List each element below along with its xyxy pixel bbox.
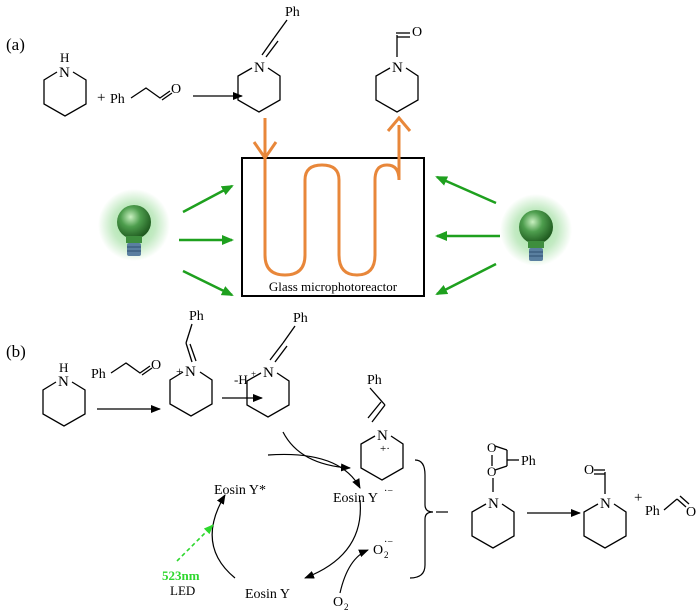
formylpiperidine-b-o: O [584, 463, 594, 478]
iminium-ph: Ph [189, 309, 204, 324]
benzaldehyde-ph: Ph [645, 504, 660, 519]
combination-brace [409, 459, 434, 579]
eosin-radical-anion-sup: ·− [384, 486, 393, 497]
eosin-ground: Eosin Y [245, 587, 290, 602]
iminium-ion: Ph + N [169, 309, 213, 417]
enamine-a-n: N [254, 60, 265, 76]
light-arrow-right-3 [435, 262, 497, 296]
piperidine-b-n: N [58, 374, 69, 390]
plus-b: + [634, 490, 642, 506]
phenylacetaldehyde-a: Ph O [110, 82, 181, 107]
formylpiperidine-a: O N [375, 25, 422, 113]
iminium-n: N [185, 364, 196, 380]
dioxetane-intermediate: O O Ph N [471, 440, 536, 549]
led-wavelength: 523nm [162, 568, 200, 583]
piperidine-a-n: N [59, 65, 70, 81]
enamine-b: Ph N [246, 311, 308, 418]
lightbulb-left-icon [98, 189, 170, 261]
panel-b-label: (b) [6, 342, 26, 361]
formylpiperidine-a-n: N [392, 60, 403, 76]
panel-a-label: (a) [6, 35, 25, 54]
arrow-oxygen-reduction [339, 549, 369, 594]
radical-cation-n: N [377, 428, 388, 444]
deprotonation-label: -H [234, 372, 248, 387]
enamine-a: Ph N [237, 5, 300, 113]
deprotonation-sup: + [251, 369, 256, 379]
oxygen: O [333, 595, 343, 610]
formylpiperidine-a-o: O [412, 25, 422, 40]
piperidine-b-h: H [59, 360, 68, 375]
enamine-b-n: N [263, 365, 274, 381]
radical-cation-ph: Ph [367, 373, 382, 388]
cycle-arc-right [304, 499, 361, 579]
radical-cation-charge: +· [380, 443, 390, 455]
phenylacetaldehyde-b-ph: Ph [91, 367, 106, 382]
photoredox-cycle: Eosin Y* Eosin Y ·− Eosin Y O 2 ·− O 2 5… [162, 453, 393, 611]
formylpiperidine-b-n: N [600, 496, 611, 512]
benzaldehyde-o: O [686, 505, 696, 520]
cycle-arc-top [267, 453, 361, 489]
oxygen-sub: 2 [344, 602, 349, 611]
tube-inlet-arrowhead [252, 141, 278, 161]
piperidine-a: N H [43, 50, 87, 117]
led-source: LED [170, 583, 195, 598]
lightbulb-right-icon [500, 194, 572, 266]
formylpiperidine-b: O N [583, 463, 627, 549]
iminium-charge: + [176, 364, 183, 378]
enamine-b-ph: Ph [293, 311, 308, 326]
phenylacetaldehyde-a-o: O [171, 82, 181, 97]
dioxetane-o2: O [487, 464, 496, 479]
enamine-a-ph: Ph [285, 5, 300, 20]
reactor-label: Glass microphotoreactor [269, 279, 398, 294]
light-arrow-right-1 [435, 175, 497, 205]
reactor-tube [263, 118, 401, 277]
tube-outlet-arrowhead [386, 115, 412, 132]
phenylacetaldehyde-b-o: O [151, 358, 161, 373]
enamine-radical-cation: Ph N +· [360, 373, 404, 481]
superoxide: O [373, 543, 383, 558]
light-arrow-left-3 [182, 269, 234, 297]
cycle-arc-left [211, 494, 236, 579]
phenylacetaldehyde-b: Ph O [91, 358, 161, 382]
piperidine-b: H N [42, 360, 86, 427]
superoxide-sub: 2 [384, 550, 389, 560]
eosin-radical-anion: Eosin Y [333, 491, 378, 506]
piperidine-a-h: H [60, 50, 69, 65]
dioxetane-o1: O [487, 440, 496, 455]
microphotoreactor-box [241, 157, 425, 297]
benzaldehyde: Ph O [645, 495, 696, 520]
phenylacetaldehyde-a-ph: Ph [110, 92, 125, 107]
arrow-oxidation-enamine [282, 431, 351, 472]
dioxetane-ph: Ph [521, 454, 536, 469]
led-excitation-arrow [176, 524, 214, 562]
plus-a: + [97, 90, 105, 106]
superoxide-sup: ·− [384, 537, 393, 548]
light-arrow-left-1 [182, 184, 234, 214]
dioxetane-n: N [488, 496, 499, 512]
eosin-excited: Eosin Y* [214, 483, 266, 498]
